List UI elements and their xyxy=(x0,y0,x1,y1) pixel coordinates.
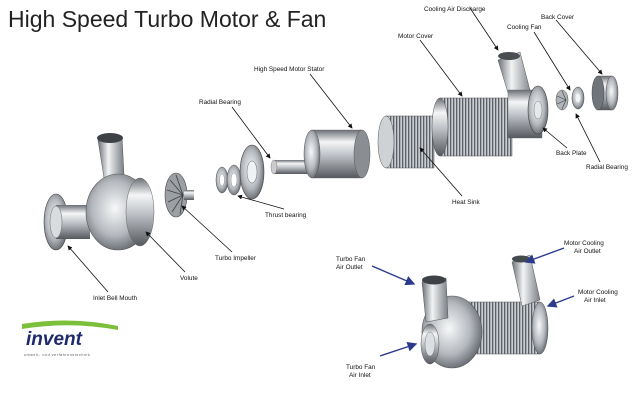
label-radial-bearing-front: Radial Bearing xyxy=(199,99,241,106)
radial-bearing-rear xyxy=(571,86,585,110)
radial-bearing-front xyxy=(239,144,265,200)
cooling-fan xyxy=(555,89,569,111)
back-cover xyxy=(591,75,619,111)
label-turbo-fan-air-outlet-1: Turbo Fan xyxy=(336,256,366,263)
label-turbo-impeller: Turbo Impeller xyxy=(215,255,257,262)
label-heat-sink: Heat Sink xyxy=(452,199,481,206)
label-radial-bearing-rear: Radial Bearing xyxy=(586,164,628,171)
page-title: High Speed Turbo Motor & Fan xyxy=(8,6,327,32)
logo-brand-text: invent xyxy=(26,329,83,350)
label-motor-cover: Motor Cover xyxy=(398,33,434,40)
heat-sink xyxy=(377,115,435,169)
turbo-impeller xyxy=(164,172,194,218)
label-turbo-fan-air-outlet-2: Air Outlet xyxy=(336,264,363,271)
back-plate xyxy=(527,85,549,135)
motor-stator xyxy=(303,129,371,179)
label-motor-cooling-air-inlet-2: Air Inlet xyxy=(584,297,606,304)
label-high-speed-motor-stator: High Speed Motor Stator xyxy=(254,66,325,73)
label-motor-cooling-air-outlet-2: Air Outlet xyxy=(574,248,601,255)
motor-cover xyxy=(431,97,513,157)
label-cooling-fan: Cooling Fan xyxy=(507,24,542,31)
inlet-bell-mouth xyxy=(43,193,90,251)
assembled-unit xyxy=(420,254,549,369)
label-back-cover: Back Cover xyxy=(541,14,575,21)
label-motor-cooling-air-inlet-1: Motor Cooling xyxy=(578,289,618,296)
shaft xyxy=(270,159,314,175)
label-back-plate: Back Plate xyxy=(556,150,587,157)
label-volute: Volute xyxy=(180,275,198,282)
volute xyxy=(85,133,155,251)
airflow-arrows xyxy=(371,247,575,357)
label-turbo-fan-air-inlet-1: Turbo Fan xyxy=(346,364,376,371)
label-motor-cooling-air-outlet-1: Motor Cooling xyxy=(564,240,604,247)
invent-logo: invent umwelt- und verfahrenstechnik xyxy=(22,320,118,357)
label-turbo-fan-air-inlet-2: Air Inlet xyxy=(349,372,371,379)
label-thrust-bearing: Thrust bearing xyxy=(265,212,307,219)
thrust-bearing xyxy=(215,164,242,196)
logo-swoosh xyxy=(22,320,118,330)
leader-lines xyxy=(67,7,603,293)
label-cooling-air-discharge: Cooling Air Discharge xyxy=(424,6,486,13)
logo-tagline: umwelt- und verfahrenstechnik xyxy=(24,353,90,357)
label-inlet-bell-mouth: Inlet Bell Mouth xyxy=(93,295,137,302)
